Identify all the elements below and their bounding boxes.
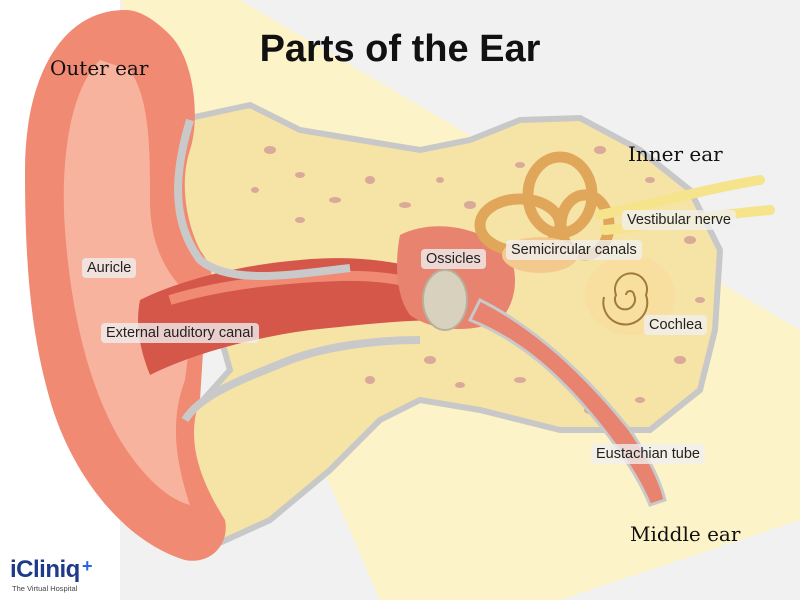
logo-plus-icon: + — [82, 556, 93, 577]
region-middle-ear: Middle ear — [630, 522, 740, 546]
logo-tagline: The Virtual Hospital — [12, 584, 77, 593]
label-ossicles: Ossicles — [421, 249, 486, 269]
region-inner-ear: Inner ear — [628, 142, 723, 166]
label-external-auditory-canal: External auditory canal — [101, 323, 259, 343]
logo-wordmark: iCliniq — [10, 556, 80, 584]
page-title: Parts of the Ear — [200, 28, 600, 71]
brand-logo: iCliniq + The Virtual Hospital — [10, 556, 140, 596]
label-semicircular-canals: Semicircular canals — [506, 240, 642, 260]
label-eustachian-tube: Eustachian tube — [591, 444, 705, 464]
label-cochlea: Cochlea — [644, 315, 707, 335]
label-auricle: Auricle — [82, 258, 136, 278]
label-vestibular-nerve: Vestibular nerve — [622, 210, 736, 230]
ossicle-shape — [423, 270, 467, 330]
region-outer-ear: Outer ear — [50, 56, 148, 80]
